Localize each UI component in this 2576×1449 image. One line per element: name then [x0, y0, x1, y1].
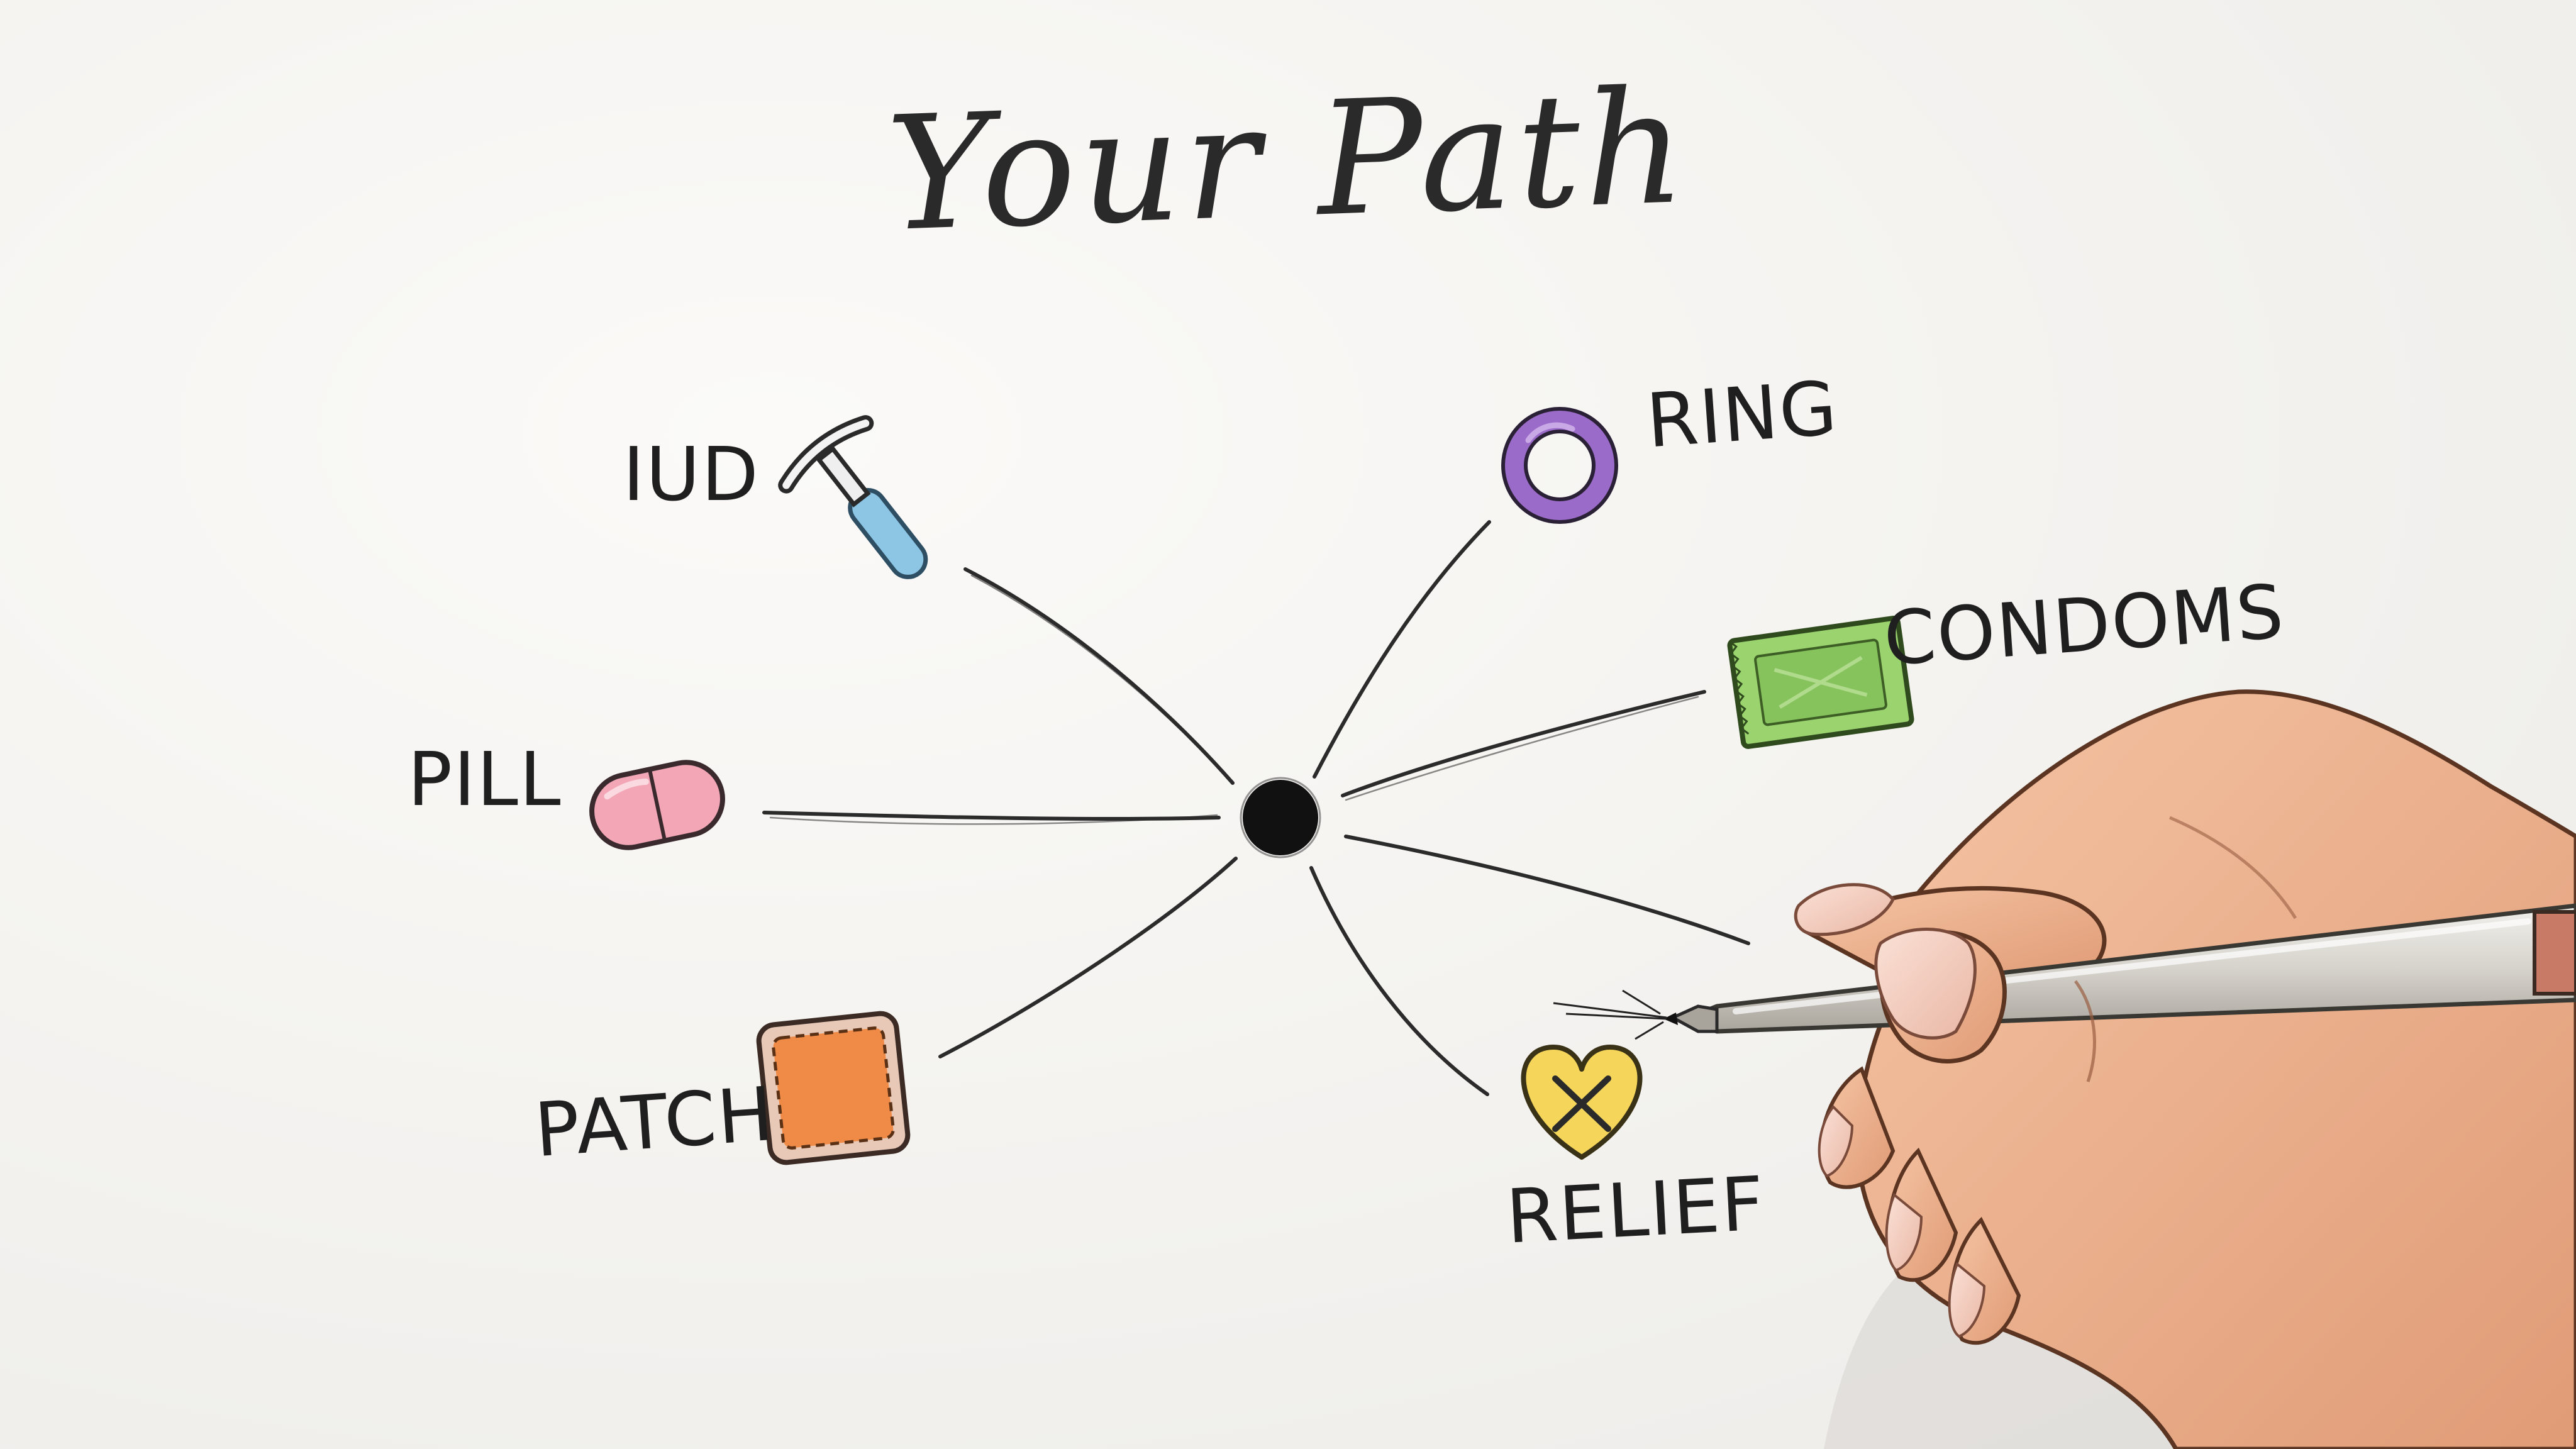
center-node [1243, 780, 1318, 855]
connector-relief [1309, 866, 1489, 1096]
heart-x-icon [1521, 1045, 1643, 1160]
label-patch: PATCH [531, 1070, 777, 1174]
connector-iud-sketch [970, 574, 1231, 781]
connector-ring [1313, 520, 1491, 779]
connector-lines [762, 520, 1750, 1096]
connector-condoms [1341, 690, 1706, 797]
label-ring: RING [1643, 364, 1841, 465]
connector-relief-upper [1344, 835, 1750, 945]
condom-icon [1727, 616, 1914, 749]
patch-icon [756, 1011, 911, 1165]
connector-pill [762, 811, 1221, 821]
label-iud: IUD [623, 431, 760, 518]
connector-pill-sketch [769, 814, 1218, 825]
hand-holding-pen-icon [1553, 689, 2576, 1449]
label-relief: RELIEF [1504, 1160, 1767, 1260]
connector-iud [963, 567, 1235, 785]
connector-patch [938, 857, 1238, 1058]
pill-icon [589, 760, 725, 850]
iud-icon [778, 415, 928, 579]
label-pill: PILL [408, 736, 562, 823]
pen-scribble [1553, 989, 1667, 1040]
connector-condoms-sketch [1345, 696, 1699, 801]
ring-icon [1501, 407, 1618, 524]
